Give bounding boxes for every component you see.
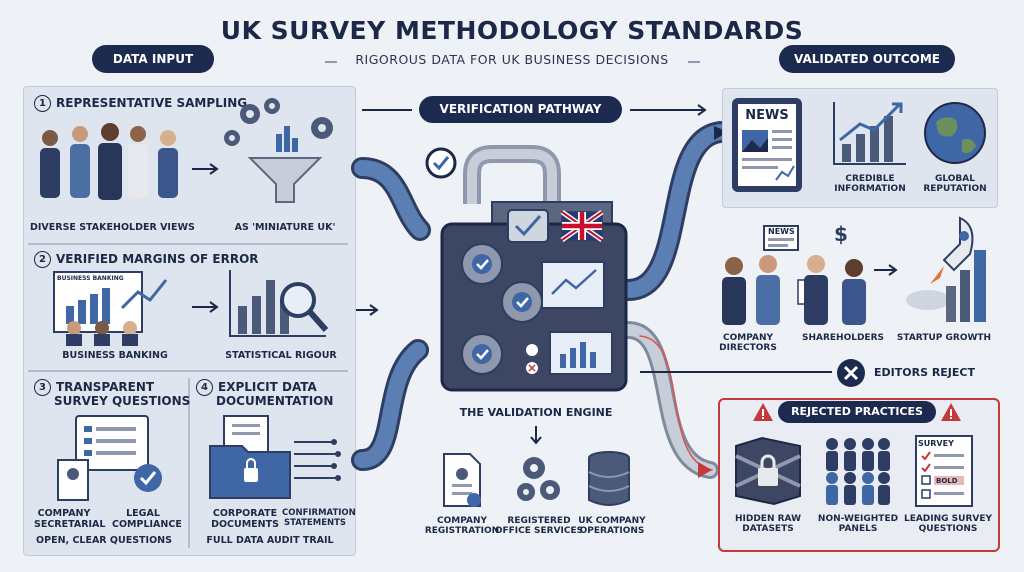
page-subtitle: RIGOROUS DATA FOR UK BUSINESS DECISIONS: [355, 52, 669, 67]
dollar-icon: $: [834, 222, 848, 246]
news-sign-label: NEWS: [768, 227, 795, 236]
warning-icon: [941, 403, 961, 421]
subtitle-rule-right: [688, 61, 700, 63]
section-divider-vertical: [188, 378, 190, 548]
validation-engine-machine: [440, 145, 628, 392]
section-1-caption-right: AS 'MINIATURE UK': [234, 222, 336, 233]
folder-documents-icon: [209, 415, 341, 499]
uk-flag-icon: [560, 209, 604, 243]
globe-icon: [924, 102, 986, 164]
locked-datasets-icon: [735, 436, 801, 506]
news-label: NEWS: [745, 108, 789, 123]
page-title: UK SURVEY METHODOLOGY STANDARDS: [220, 16, 804, 45]
arrow-icon: [192, 301, 219, 313]
section-2-caption-left: BUSINESS BANKING: [62, 350, 168, 361]
survey-form-icon: [57, 415, 162, 501]
validated-outcome-label: VALIDATED OUTCOME: [779, 45, 955, 73]
section-4-footer: FULL DATA AUDIT TRAIL: [206, 535, 334, 546]
bold-label: BOLD: [936, 477, 958, 485]
rejected-practices-title: REJECTED PRACTICES: [778, 401, 936, 423]
section-divider: [28, 243, 348, 245]
stakeholder-people-icon: [40, 123, 178, 200]
gears-icon: [517, 457, 560, 501]
directors-shareholders-icon: [722, 225, 866, 325]
subtitle-rule-left: [325, 61, 337, 63]
magnifier-chart-icon: [229, 270, 329, 337]
warning-icon: [753, 403, 773, 421]
section-2-caption-right: STATISTICAL RIGOUR: [225, 350, 337, 361]
verification-pathway-label: VERIFICATION PATHWAY: [419, 96, 622, 123]
reject-x-icon: [837, 359, 865, 387]
startup-rocket-icon: [906, 216, 986, 322]
chart-label: BUSINESS BANKING: [57, 275, 124, 282]
news-tablet-icon: [732, 98, 802, 192]
funnel-gears-icon: [224, 98, 333, 203]
shareholders-caption: SHAREHOLDERS: [801, 333, 884, 343]
editors-reject-label: EDITORS REJECT: [874, 366, 975, 379]
database-icon: [588, 451, 630, 506]
leading-survey-icon: [915, 435, 973, 507]
survey-label: SURVEY: [918, 439, 954, 448]
section-3-title-line2: SURVEY QUESTIONS: [54, 394, 191, 408]
growth-chart-icon: [833, 102, 906, 165]
business-banking-chart-icon: [53, 271, 168, 346]
check-badge-icon: [425, 147, 457, 179]
registration-document-icon: [443, 453, 481, 507]
startup-growth-caption: STARTUP GROWTH: [896, 333, 992, 343]
section-3-footer: OPEN, CLEAR QUESTIONS: [36, 535, 172, 546]
validation-engine-label: THE VALIDATION ENGINE: [459, 406, 613, 419]
section-1-caption-left: DIVERSE STAKEHOLDER VIEWS: [30, 222, 195, 233]
section-divider: [28, 370, 348, 372]
section-4-title-line2: DOCUMENTATION: [216, 394, 334, 408]
data-input-label: DATA INPUT: [92, 45, 214, 73]
arrow-icon: [192, 163, 219, 175]
panel-people-icon: [826, 438, 890, 505]
